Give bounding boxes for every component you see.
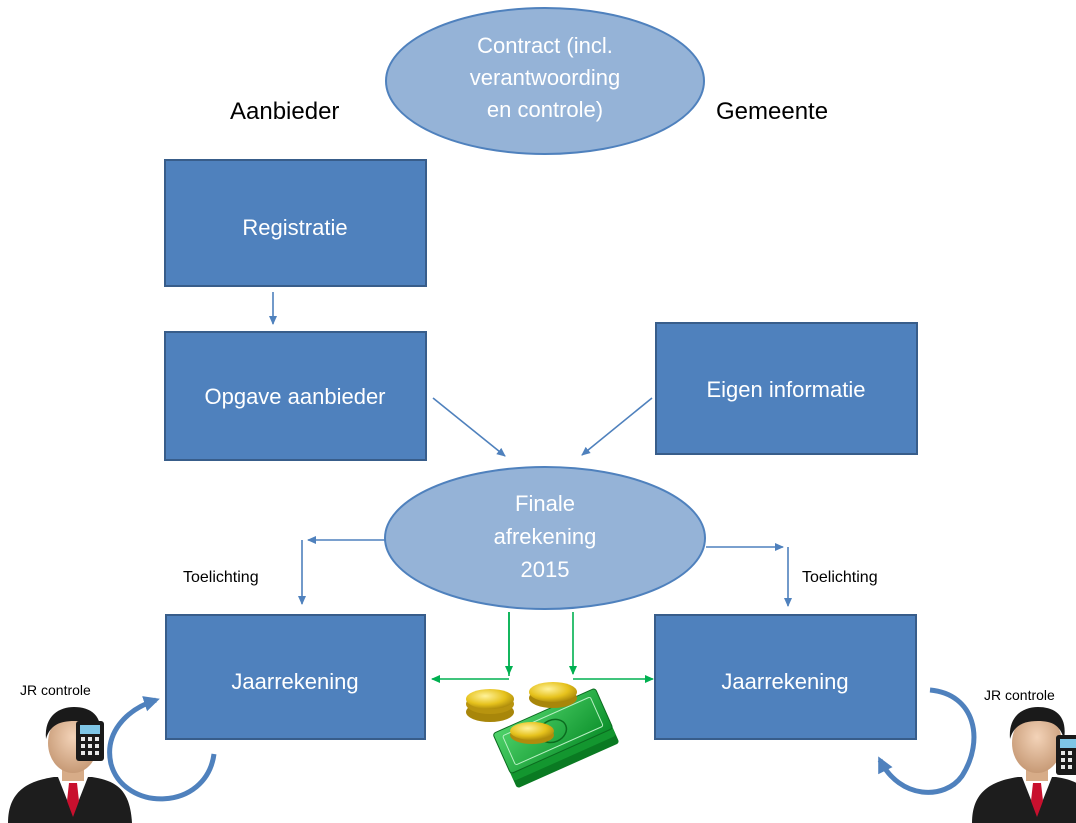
money-flow-left — [431, 612, 513, 683]
jaarrekening-right-label: Jaarrekening — [721, 669, 848, 694]
jaarrekening-left-label: Jaarrekening — [231, 669, 358, 694]
gemeente-label: Gemeente — [716, 98, 828, 125]
connector-finale-left-toelichting — [298, 536, 385, 605]
finale-line-3: 2015 — [521, 557, 570, 582]
jaarrekening-left-node: Jaarrekening — [165, 614, 426, 740]
contract-node: Contract (incl. verantwoording en contro… — [385, 7, 705, 155]
connector-finale-right-toelichting — [706, 543, 792, 607]
loop-arrow-left — [107, 696, 217, 802]
eigen-informatie-node: Eigen informatie — [655, 322, 918, 455]
jr-controle-right-label: JR controle — [984, 687, 1055, 703]
arrow-eigen-finale — [581, 397, 653, 456]
jaarrekening-right-node: Jaarrekening — [654, 614, 917, 740]
eigen-informatie-label: Eigen informatie — [707, 377, 866, 402]
aanbieder-label: Aanbieder — [230, 98, 339, 125]
contract-line-2: verantwoording — [470, 65, 620, 90]
money-flow-right — [569, 612, 654, 683]
contract-line-3: en controle) — [487, 97, 603, 122]
registratie-label: Registratie — [242, 215, 347, 240]
opgave-node: Opgave aanbieder — [164, 331, 427, 461]
opgave-label: Opgave aanbieder — [204, 384, 385, 409]
contract-line-1: Contract (incl. — [477, 33, 613, 58]
arrow-opgave-finale — [432, 397, 506, 457]
finale-line-2: afrekening — [494, 524, 597, 549]
money-stack-with-coins-icon — [466, 682, 619, 788]
finale-afrekening-node: Finale afrekening 2015 — [384, 466, 706, 610]
loop-arrow-right — [877, 687, 977, 795]
registratie-node: Registratie — [164, 159, 427, 287]
toelichting-left-label: Toelichting — [183, 569, 259, 586]
businessman-with-calculator-icon — [972, 707, 1076, 823]
toelichting-right-label: Toelichting — [802, 569, 878, 586]
finale-line-1: Finale — [515, 491, 575, 516]
businessman-with-calculator-icon — [8, 707, 132, 823]
jr-controle-left-label: JR controle — [20, 682, 91, 698]
